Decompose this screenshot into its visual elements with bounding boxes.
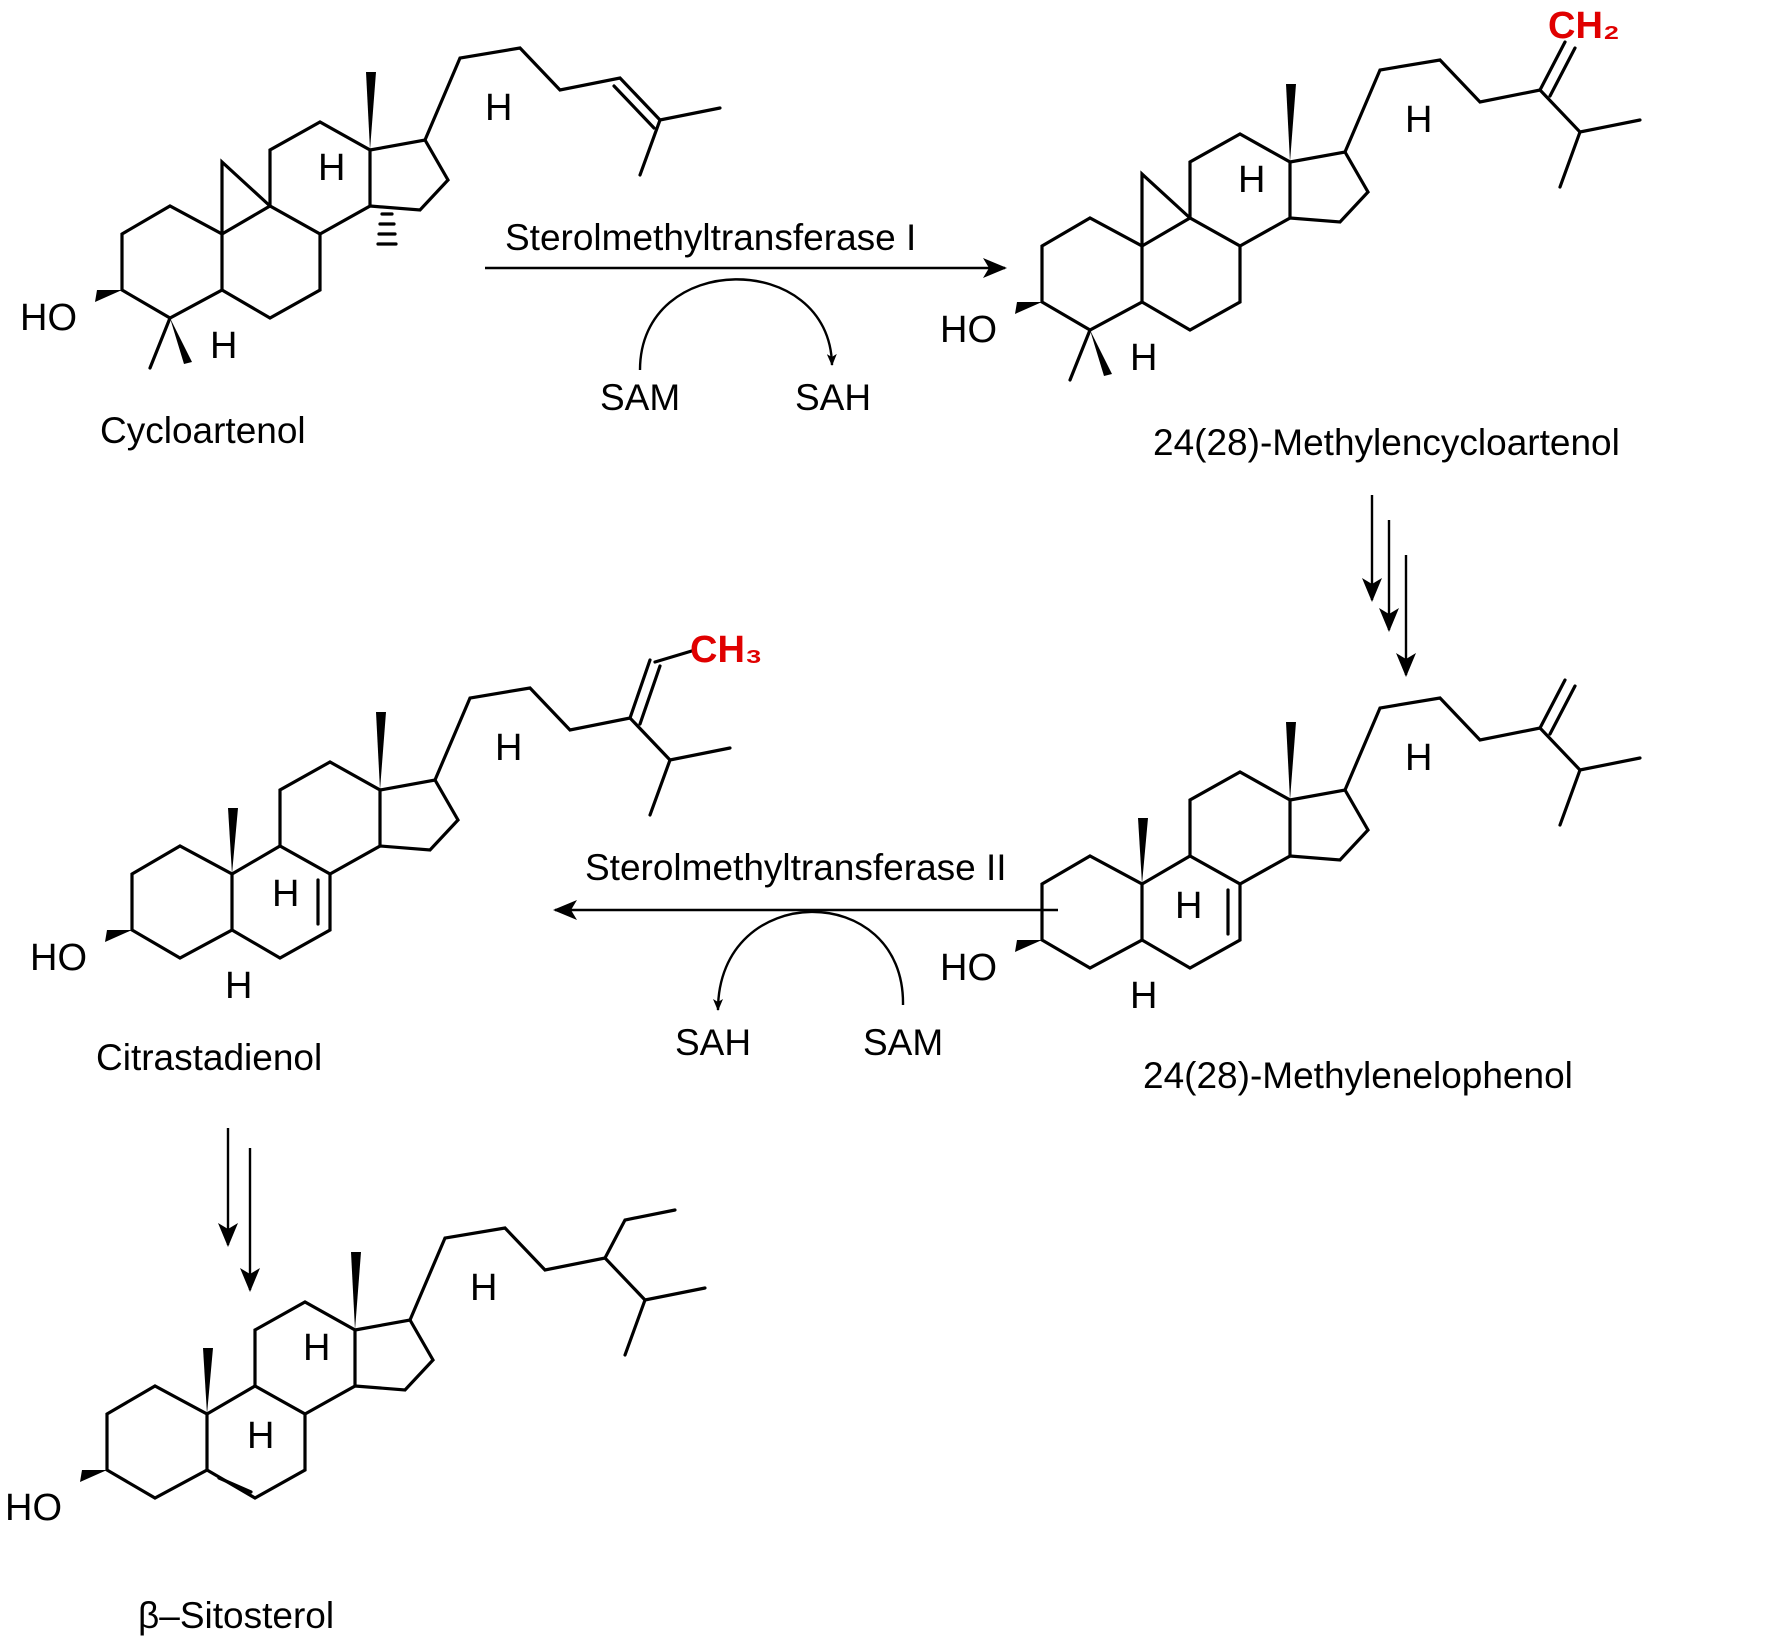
sitosterol-ho-label: HO xyxy=(5,1487,62,1529)
methylenecycloartenol-structure: HO H H H CH₂ xyxy=(940,5,1642,382)
methylenelophenol-structure: HO H H H xyxy=(940,678,1642,1017)
cycloartenol-h5-label: H xyxy=(210,325,237,367)
smt2-cofactor-arc xyxy=(713,910,905,1011)
citrastadienol-structure: HO H H H CH₃ xyxy=(30,629,762,1007)
methylenelophenol-h9-label: H xyxy=(1175,885,1202,927)
citrastadienol-h9-label: H xyxy=(272,873,299,915)
citrastadienol-ch3-highlight: CH₃ xyxy=(690,629,762,671)
cycloartenol-h17-label: H xyxy=(485,87,512,129)
sitosterol-name: β–Sitosterol xyxy=(138,1595,334,1636)
citrastadienol-ho-label: HO xyxy=(30,937,87,979)
cycloartenol-structure: HO H H H Cycloartenol xyxy=(20,46,722,451)
sitosterol-h8-label: H xyxy=(303,1327,330,1369)
smt1-sam-label: SAM xyxy=(600,377,680,418)
smt2-sam-label: SAM xyxy=(863,1022,943,1063)
citrastadienol-name: Citrastadienol xyxy=(96,1037,322,1078)
methylenecycloartenol-ch2-highlight: CH₂ xyxy=(1548,5,1620,47)
methylenelophenol-name: 24(28)-Methylenelophenol xyxy=(1143,1055,1573,1096)
citrastadienol-h17-label: H xyxy=(495,727,522,769)
smt2-enzyme-label: Sterolmethyltransferase II xyxy=(585,847,1007,888)
methylenecycloartenol-h8-label: H xyxy=(1238,159,1265,201)
sitosterol-h9-label: H xyxy=(247,1415,274,1457)
smt1-sah-label: SAH xyxy=(795,377,871,418)
methylenelophenol-h5-label: H xyxy=(1130,975,1157,1017)
reaction-smt1: Sterolmethyltransferase I SAM SAH xyxy=(485,217,1007,418)
methylenelophenol-h17-label: H xyxy=(1405,737,1432,779)
methylenecycloartenol-name: 24(28)-Methylencycloartenol xyxy=(1153,422,1620,463)
smt1-cofactor-arc xyxy=(638,278,837,371)
sitosterol-h17-label: H xyxy=(470,1267,497,1309)
multistep-arrows-1 xyxy=(1362,495,1416,677)
methylenecycloartenol-ho-label: HO xyxy=(940,309,997,351)
cycloartenol-ho-label: HO xyxy=(20,297,77,339)
citrastadienol-h5-label: H xyxy=(225,965,252,1007)
methylenecycloartenol-h5-label: H xyxy=(1130,337,1157,379)
sitosterol-structure: HO H H H xyxy=(5,1208,707,1529)
methylenecycloartenol-h17-label: H xyxy=(1405,99,1432,141)
cycloartenol-name: Cycloartenol xyxy=(100,410,306,451)
smt1-enzyme-label: Sterolmethyltransferase I xyxy=(505,217,916,258)
multistep-arrows-2 xyxy=(218,1128,260,1292)
methylenelophenol-ho-label: HO xyxy=(940,947,997,989)
smt2-sah-label: SAH xyxy=(675,1022,751,1063)
cycloartenol-h8-label: H xyxy=(318,147,345,189)
reaction-smt2: Sterolmethyltransferase II SAH SAM xyxy=(553,847,1058,1063)
